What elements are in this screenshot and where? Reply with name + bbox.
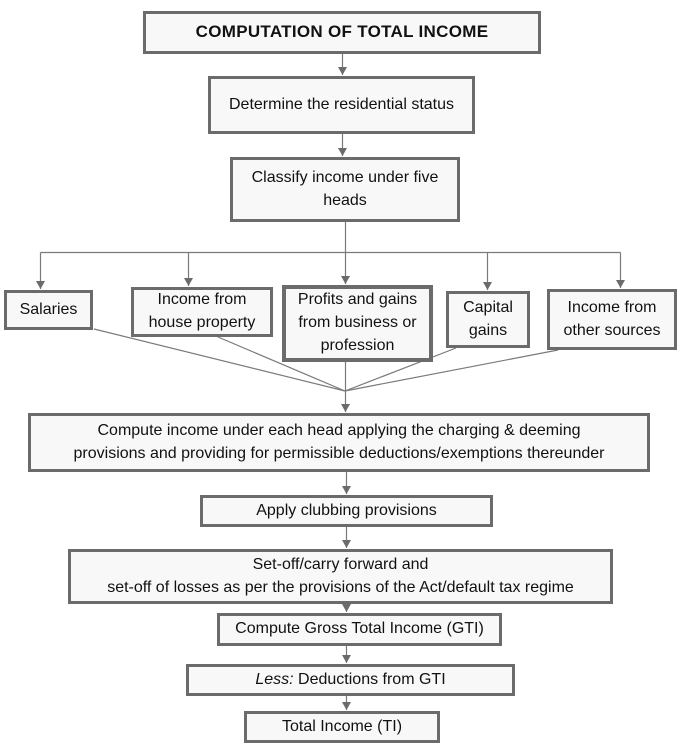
node-clubbing-provisions: Apply clubbing provisions — [200, 495, 493, 527]
node-total-income-label: Total Income (TI) — [281, 717, 403, 735]
connector-converge-other-sources — [344, 349, 559, 392]
node-head-business-profession-line1: Profits and gains — [297, 291, 418, 309]
connector-converge-house-property — [217, 336, 346, 392]
node-title-label: COMPUTATION OF TOTAL INCOME — [195, 22, 489, 42]
node-head-other-sources-line1: Income from — [567, 298, 657, 316]
node-set-off-losses-line1: Set-off/carry forward and — [252, 555, 429, 573]
node-less-deductions-label: Less: Deductions from GTI — [255, 669, 445, 692]
node-compute-each-head: Compute income under each head applying … — [28, 413, 650, 472]
node-clubbing-provisions-label: Apply clubbing provisions — [256, 501, 437, 519]
connector-converge-capital-gains — [344, 347, 457, 392]
node-head-other-sources-line2: other sources — [563, 321, 661, 339]
node-less-deductions: Less: Deductions from GTI — [186, 664, 515, 696]
node-less-deductions-rest: Deductions from GTI — [293, 670, 446, 688]
node-residential-status: Determine the residential status — [208, 76, 475, 134]
node-head-business-profession-line2: from business or — [298, 314, 417, 332]
node-classify-line1: Classify income under five — [251, 168, 439, 186]
node-classify-line2: heads — [323, 191, 367, 209]
node-head-other-sources: Income from other sources — [547, 289, 677, 350]
node-head-capital-gains-line1: Capital — [463, 298, 513, 316]
connector-converge-salaries — [93, 328, 346, 392]
node-head-capital-gains-line2: gains — [468, 321, 508, 339]
node-gross-total-income-label: Compute Gross Total Income (GTI) — [235, 620, 484, 638]
node-head-salaries-label: Salaries — [19, 300, 78, 318]
node-total-income: Total Income (TI) — [244, 711, 440, 743]
node-head-business-profession: Profits and gains from business or profe… — [282, 285, 433, 362]
node-less-deductions-italic: Less: — [255, 670, 294, 688]
node-head-capital-gains: Capital gains — [446, 291, 530, 348]
node-residential-status-label: Determine the residential status — [229, 95, 454, 113]
node-head-house-property: Income from house property — [131, 287, 273, 337]
node-head-house-property-line1: Income from — [157, 291, 247, 309]
node-head-salaries: Salaries — [4, 290, 93, 330]
node-compute-each-head-line1: Compute income under each head applying … — [97, 421, 581, 439]
node-classify-income: Classify income under five heads — [230, 157, 460, 222]
node-set-off-losses: Set-off/carry forward and set-off of los… — [68, 549, 613, 604]
node-compute-each-head-line2: provisions and providing for permissible… — [73, 444, 605, 462]
node-head-business-profession-line3: profession — [320, 336, 395, 354]
node-head-house-property-line2: house property — [148, 314, 256, 331]
node-title: COMPUTATION OF TOTAL INCOME — [143, 11, 541, 54]
node-set-off-losses-line2: set-off of losses as per the provisions … — [107, 578, 574, 596]
node-gross-total-income: Compute Gross Total Income (GTI) — [217, 613, 502, 646]
